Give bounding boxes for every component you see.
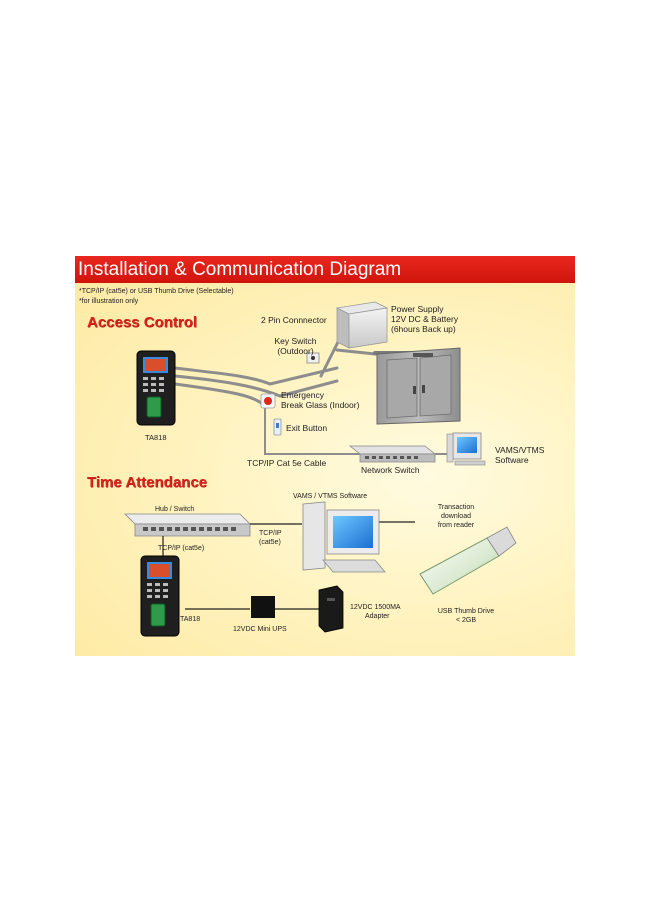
pc-mid-icon xyxy=(302,501,386,573)
label-transaction-1: Transaction xyxy=(437,504,475,511)
mini-ups-icon xyxy=(251,596,275,618)
network-switch-icon xyxy=(348,445,437,463)
label-ta818-top: TA818 xyxy=(145,433,167,442)
section-time-attendance: Time Attendance xyxy=(87,474,208,491)
label-mini-ups: 12VDC Mini UPS xyxy=(233,626,287,633)
usb-drive-icon xyxy=(419,526,517,595)
label-power-supply-3: (6hours Back up) xyxy=(391,324,456,334)
pc-top-icon xyxy=(446,432,486,466)
label-ta818-bottom: TA818 xyxy=(180,616,201,623)
diagram-title: Installation & Communication Diagram xyxy=(78,259,402,280)
note-connectivity: *TCP/IP (cat5e) or USB Thumb Drive (Sele… xyxy=(79,288,234,295)
key-switch-icon xyxy=(306,352,320,364)
title-bar: Installation & Communication Diagram xyxy=(75,256,575,283)
section-access-control: Access Control xyxy=(87,314,198,331)
label-vams-mid: VAMS / VTMS Software xyxy=(293,493,368,500)
ta818-bottom-device-icon xyxy=(140,555,180,637)
label-adapter-2: Adapter xyxy=(365,613,390,620)
label-power-supply-2: 12V DC & Battery xyxy=(391,314,459,324)
label-transaction-2: download xyxy=(441,513,471,520)
label-exit-button: Exit Button xyxy=(286,423,328,433)
label-emergency-2: Break Glass (Indoor) xyxy=(281,400,360,410)
installation-diagram: Installation & Communication Diagram *TC… xyxy=(75,256,575,656)
label-network-switch: Network Switch xyxy=(361,465,420,475)
label-emergency-1: Emergency xyxy=(281,390,324,400)
label-adapter-1: 12VDC 1500MA xyxy=(350,604,401,611)
label-tcpip-mid-1: TCP/IP xyxy=(259,530,282,537)
time-attendance-cables xyxy=(162,521,415,610)
label-two-pin: 2 Pin Connnector xyxy=(261,315,327,325)
door-icon xyxy=(376,347,461,425)
label-power-supply-1: Power Supply xyxy=(391,304,444,314)
label-usb-2: < 2GB xyxy=(455,617,477,624)
power-supply-icon xyxy=(335,301,389,349)
label-transaction-3: from reader xyxy=(437,522,475,529)
label-tcpip-mid-2: (cat5e) xyxy=(259,539,281,546)
exit-button-icon xyxy=(273,418,282,436)
ta818-device-icon xyxy=(136,350,176,426)
break-glass-icon xyxy=(260,393,276,409)
note-illustration: *for illustration only xyxy=(79,298,139,305)
label-key-switch-2: (Outdoor) xyxy=(277,346,314,356)
adapter-icon xyxy=(318,585,344,633)
diagram-graphics xyxy=(124,301,517,637)
label-key-switch-1: Key Switch xyxy=(274,336,317,346)
label-vams-top-1: VAMS/VTMS xyxy=(495,445,545,455)
label-tcpip-low: TCP/IP (cat5e) xyxy=(158,545,205,552)
label-usb-1: USB Thumb Drive xyxy=(437,608,495,615)
label-vams-top-2: Software xyxy=(495,455,529,465)
label-hub-switch: Hub / Switch xyxy=(155,506,195,513)
label-tcpip-cable: TCP/IP Cat 5e Cable xyxy=(247,458,327,468)
hub-switch-icon xyxy=(124,513,251,537)
